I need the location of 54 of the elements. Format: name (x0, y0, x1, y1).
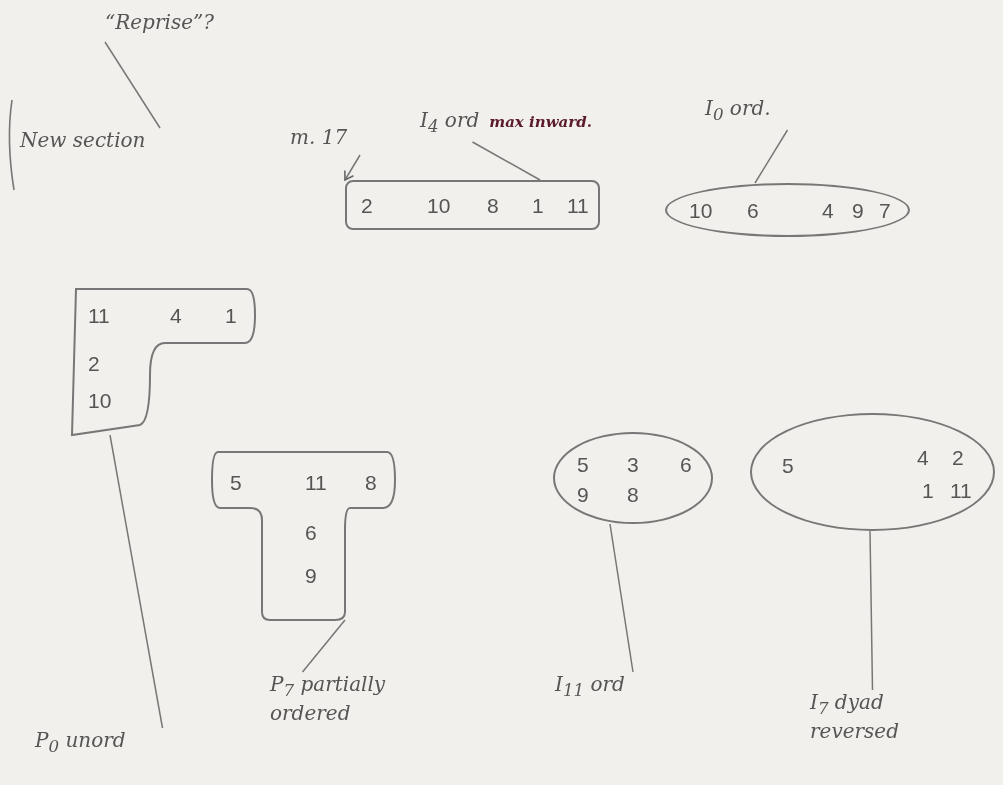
pitch-number: 1 (922, 480, 934, 501)
leader-line (301, 619, 346, 673)
pitch-set-oval (665, 183, 910, 237)
pitch-number: 10 (689, 200, 713, 221)
label-text: New section (20, 128, 146, 152)
label-text: P$_{0}$ unord (35, 728, 126, 757)
pitch-number: 4 (170, 305, 182, 326)
annotation-text: max inward. (489, 113, 592, 131)
pitch-number: 11 (88, 305, 110, 326)
pitch-number: 8 (487, 195, 499, 216)
pitch-number: 4 (917, 447, 929, 468)
leader-line (754, 129, 789, 184)
pitch-number: 6 (305, 522, 317, 543)
label-text: I$_{7}$ dyad reversed (810, 690, 900, 743)
pitch-number: 6 (680, 454, 692, 475)
pitch-number: 2 (361, 195, 373, 216)
pitch-number: 6 (747, 200, 759, 221)
label-text: m. 17 (290, 125, 348, 149)
pitch-number: 9 (305, 565, 317, 586)
pitch-number: 1 (532, 195, 544, 216)
pitch-number: 8 (365, 472, 377, 493)
t-shaped-set (210, 450, 395, 620)
pitch-number: 11 (567, 195, 589, 216)
pitch-set-box (345, 180, 600, 230)
pitch-number: 9 (577, 484, 589, 505)
leader-line (471, 141, 541, 181)
pitch-number: 8 (627, 484, 639, 505)
pitch-number: 2 (952, 447, 964, 468)
label-text: I$_{11}$ ord (555, 672, 625, 701)
label-text: I$_{0}$ ord. (705, 96, 771, 125)
pitch-number: 4 (822, 200, 834, 221)
pitch-number: 5 (782, 455, 794, 476)
l-shaped-set (70, 285, 255, 435)
pitch-number: 10 (88, 390, 112, 411)
pitch-number: 2 (88, 353, 100, 374)
pitch-number: 5 (577, 454, 589, 475)
pitch-number: 3 (627, 454, 639, 475)
leader-line (104, 41, 161, 129)
pitch-number: 7 (879, 200, 891, 221)
leader-line (109, 434, 164, 729)
pitch-number: 11 (950, 480, 972, 501)
label-text: P$_{7}$ partially ordered (270, 672, 387, 725)
label-text: “Reprise”? (105, 10, 214, 34)
pitch-number: 9 (852, 200, 864, 221)
pitch-number: 1 (225, 305, 237, 326)
arrow (344, 154, 361, 181)
label-text: I$_{4}$ ord (420, 108, 480, 137)
pitch-number: 5 (230, 472, 242, 493)
leader-line (609, 523, 634, 673)
pitch-number: 10 (427, 195, 451, 216)
pitch-set-oval (553, 432, 713, 524)
leader-line (869, 530, 874, 691)
pitch-set-oval (750, 413, 995, 531)
pitch-number: 11 (305, 472, 327, 493)
